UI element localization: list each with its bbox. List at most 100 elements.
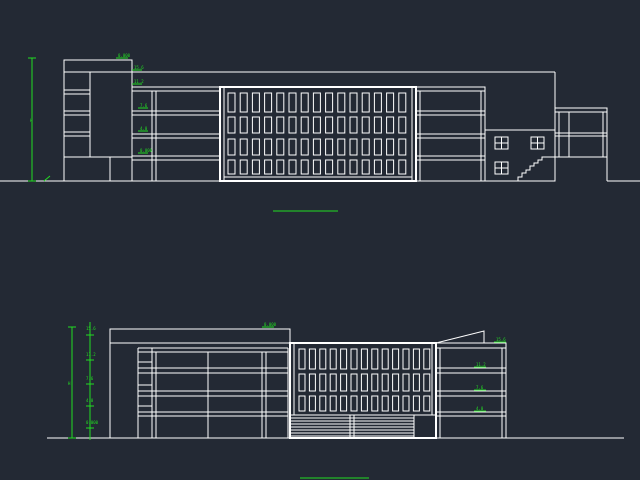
lower-glazing-panel — [402, 373, 410, 392]
upper-glazing-panel — [227, 159, 236, 175]
lower-glazing-panel — [423, 348, 431, 370]
lower-glazing-panel — [423, 373, 431, 392]
lower-right-tag-1: 15.6 — [496, 337, 506, 342]
upper-level-tag-4: 4.0 — [140, 126, 148, 131]
lower-right-tag-3: 7.6 — [476, 385, 484, 390]
lower-glazing-panel — [360, 395, 368, 412]
upper-glazing-panel — [227, 92, 236, 113]
upper-height-label: H — [30, 118, 33, 123]
upper-glazing-panel — [386, 116, 395, 134]
upper-glazing-panel — [349, 159, 358, 175]
upper-glazing-panel — [361, 116, 370, 134]
upper-glazing-panel — [312, 159, 321, 175]
upper-glazing-panel — [288, 138, 297, 156]
lower-left-tag-4: 4.0 — [86, 398, 94, 403]
upper-glazing-panel — [361, 92, 370, 113]
upper-left-tower — [63, 59, 133, 182]
upper-level-tag-2: 11.2 — [134, 79, 144, 84]
upper-glazing-panel — [325, 116, 334, 134]
lower-glazing-panel — [423, 395, 431, 412]
upper-glazing-panel — [373, 159, 382, 175]
upper-glazing-panel — [373, 138, 382, 156]
lower-glazing-panel — [319, 395, 327, 412]
upper-level-markers: 0.000 15.6 11.2 7.6 4.0 0.000 — [116, 53, 153, 154]
lower-right-tag-2: 11.2 — [476, 362, 486, 367]
upper-glazing-panel — [312, 116, 321, 134]
lower-right-tag-4: 4.0 — [476, 406, 484, 411]
lower-glazing-panel — [371, 395, 379, 412]
upper-glazing-panel — [227, 116, 236, 134]
lower-height-dimension: H — [68, 322, 91, 440]
upper-level-tag-3: 7.6 — [140, 103, 148, 108]
upper-glazing-panel — [386, 92, 395, 113]
upper-glazing-panel — [337, 159, 346, 175]
lower-glazing-panel — [392, 395, 400, 412]
upper-glazing-panel — [239, 92, 248, 113]
upper-glazing-panel — [276, 116, 285, 134]
upper-glazing-panel — [312, 138, 321, 156]
upper-glazing-panel — [251, 159, 260, 175]
upper-glazing-panel — [251, 116, 260, 134]
upper-glazing-panel — [264, 92, 273, 113]
lower-glazing-panel — [350, 395, 358, 412]
lower-glazing-panel — [329, 348, 337, 370]
upper-glazing-panel — [349, 116, 358, 134]
upper-annex — [484, 129, 556, 182]
lower-right-level-markers: 0.000 15.6 11.2 7.6 4.0 — [262, 322, 506, 412]
lower-glazing-panel — [340, 395, 348, 412]
lower-glazing-panel — [402, 395, 410, 412]
upper-level-tag-1: 15.6 — [134, 65, 144, 70]
lower-left-level-markers: 15.6 11.2 7.6 4.0 0.000 — [86, 326, 99, 429]
lower-height-label: H — [68, 381, 71, 386]
lower-glazing-panel — [392, 348, 400, 370]
upper-glazing-panel — [386, 159, 395, 175]
lower-glazing-panel — [308, 373, 316, 392]
lower-glazing-panel — [392, 373, 400, 392]
lower-glazing-panel — [340, 348, 348, 370]
upper-glazing-panel — [337, 92, 346, 113]
lower-left-block — [109, 328, 291, 439]
upper-glazing-panel — [312, 92, 321, 113]
upper-glazing-panel — [300, 116, 309, 134]
lower-left-tag-2: 11.2 — [86, 352, 96, 357]
upper-glazing-panel — [398, 159, 407, 175]
upper-roof-tag: 0.000 — [118, 53, 131, 58]
upper-glazing-panel — [373, 116, 382, 134]
lower-roof-tag: 0.000 — [264, 322, 277, 327]
upper-left-wing — [131, 86, 221, 182]
upper-elevation: H 0.000 15.6 11.2 7.6 4.0 0.000 — [0, 53, 640, 212]
upper-glazing-panel — [398, 138, 407, 156]
upper-glazing-panel — [288, 159, 297, 175]
upper-glazing-panel — [239, 116, 248, 134]
lower-elevation: H 15.6 11.2 7.6 4.0 0.000 0.000 15.6 11.… — [47, 322, 624, 479]
lower-glazing-panel — [412, 395, 420, 412]
upper-glazing-panel — [288, 92, 297, 113]
upper-glazing-panel — [325, 92, 334, 113]
upper-glazing-panel — [300, 159, 309, 175]
upper-glazing-panel — [276, 159, 285, 175]
upper-glazing-panel — [325, 138, 334, 156]
lower-glazing-panel — [350, 373, 358, 392]
upper-right-wing — [415, 86, 486, 182]
upper-glazing-panel — [251, 138, 260, 156]
upper-glazing-panel — [239, 138, 248, 156]
upper-glazing-panel — [349, 138, 358, 156]
lower-glazing-panel — [381, 373, 389, 392]
lower-left-tag-3: 7.6 — [86, 376, 94, 381]
lower-glazing-panel — [412, 373, 420, 392]
upper-glazing-panel — [251, 92, 260, 113]
lower-glazing-panel — [298, 373, 306, 392]
lower-glazing-panel — [360, 348, 368, 370]
upper-glazing-panel — [276, 138, 285, 156]
upper-glazing-panel — [337, 138, 346, 156]
upper-glazing-panel — [288, 116, 297, 134]
upper-glazing-panel — [337, 116, 346, 134]
upper-glazing-panel — [300, 92, 309, 113]
upper-glazing-panel — [325, 159, 334, 175]
lower-glazing-panel — [371, 373, 379, 392]
lower-left-tag-1: 15.6 — [86, 326, 96, 331]
lower-glazing-panel — [350, 348, 358, 370]
lower-glazing-panel — [308, 395, 316, 412]
upper-glazing-panel — [349, 92, 358, 113]
